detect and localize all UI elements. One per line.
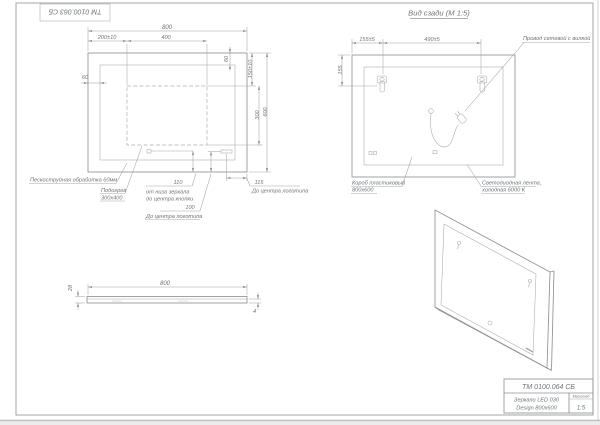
title-scale-label: Масштаб	[573, 395, 591, 399]
dim-155-5: 155±5	[359, 37, 375, 43]
dim-60-top: 60	[224, 55, 230, 62]
front-leaders: Пескоструйная обработка 60мм Подогрев 30…	[29, 145, 308, 220]
button-note-1: от низа зеркала	[146, 190, 189, 196]
dim-100: 100	[185, 205, 195, 211]
front-dimension-lines	[81, 29, 269, 180]
back-dimension-lines	[340, 41, 482, 87]
back-view-title: Вид сзади (М 1:5)	[408, 9, 470, 18]
logo-note-right: До центра логотипа	[251, 189, 308, 195]
side-dimension-lines	[76, 285, 260, 310]
logo-3d-mark	[525, 347, 534, 353]
heater-zone-dashed	[126, 85, 208, 146]
cord-label: Провод сетевой с вилкой	[523, 35, 590, 42]
power-cord	[428, 108, 467, 148]
perspective-view	[434, 209, 555, 371]
plastic-box-outline	[351, 54, 516, 178]
logo-note-bottom: До центра логотипа	[145, 214, 202, 220]
dim-115: 115	[255, 180, 265, 186]
plastic-box-inner	[363, 66, 504, 166]
title-doc-number: ТМ 0100.064 СБ	[522, 384, 575, 391]
led-label-2: холодная 6000 К	[481, 188, 526, 194]
dim-800: 800	[162, 25, 173, 31]
plug-icon	[454, 110, 467, 124]
perspective-details	[457, 241, 534, 353]
heater-label-1: Подогрев	[101, 188, 126, 194]
title-scale-value: 1:5	[577, 406, 586, 412]
dim-150-10: 150±10	[248, 59, 254, 79]
dim-28: 28	[68, 284, 74, 292]
sandblast-label: Пескоструйная обработка 60мм	[30, 177, 117, 184]
dim-side-800: 800	[160, 281, 171, 287]
title-block: ТМ 0100.064 СБ Зеркало LED 030 Design 80…	[503, 378, 594, 414]
title-product-2: Design 800x600	[516, 406, 557, 412]
dim-155-vert: 155	[338, 64, 344, 74]
dim-300: 300	[255, 109, 261, 119]
led-label-1: Светодиодная лента,	[482, 181, 541, 187]
doc-number-top: ТМ 0100.063 СБ	[48, 8, 101, 15]
dim-200-10: 200±10	[97, 35, 118, 41]
back-view: Вид сзади (М 1:5)	[338, 9, 590, 194]
doc-number-box-rotated: ТМ 0100.063 СБ	[39, 3, 111, 22]
title-product-1: Зеркало LED 030	[514, 398, 560, 404]
mirror-outline	[87, 52, 248, 173]
perspective-thickness	[434, 270, 555, 371]
logo-mark	[220, 149, 233, 154]
sandblast-border	[99, 64, 236, 161]
dim-600: 600	[263, 106, 269, 116]
dim-490-5: 490±5	[424, 37, 440, 43]
mounting-bracket-right	[477, 75, 487, 93]
button-back-mark	[432, 150, 438, 154]
front-extension-lines	[87, 27, 271, 181]
dim-4: 4	[253, 309, 256, 315]
front-view: 800 200±10 400 60 60 150±10 300 600 Песк…	[29, 25, 308, 220]
touch-button	[146, 149, 152, 154]
heater-label-2: 300x400	[101, 196, 123, 202]
dim-110: 110	[174, 180, 184, 186]
box-label-2: 800x600	[352, 188, 374, 194]
side-view: 800 28 4	[68, 281, 261, 315]
dim-400: 400	[161, 35, 171, 41]
box-label-1: Короб пластиковый	[352, 180, 405, 187]
button-3d-mark	[487, 320, 493, 326]
side-profile	[86, 296, 248, 304]
dim-60-left: 60	[82, 75, 89, 81]
back-leaders: Провод сетевой с вилкой Короб пластиковы…	[351, 35, 590, 194]
button-note-2: до центра кнопки	[146, 197, 193, 203]
back-extension-lines	[338, 39, 482, 87]
mounting-bracket-left	[377, 75, 387, 93]
back-logo-mark	[368, 151, 377, 155]
